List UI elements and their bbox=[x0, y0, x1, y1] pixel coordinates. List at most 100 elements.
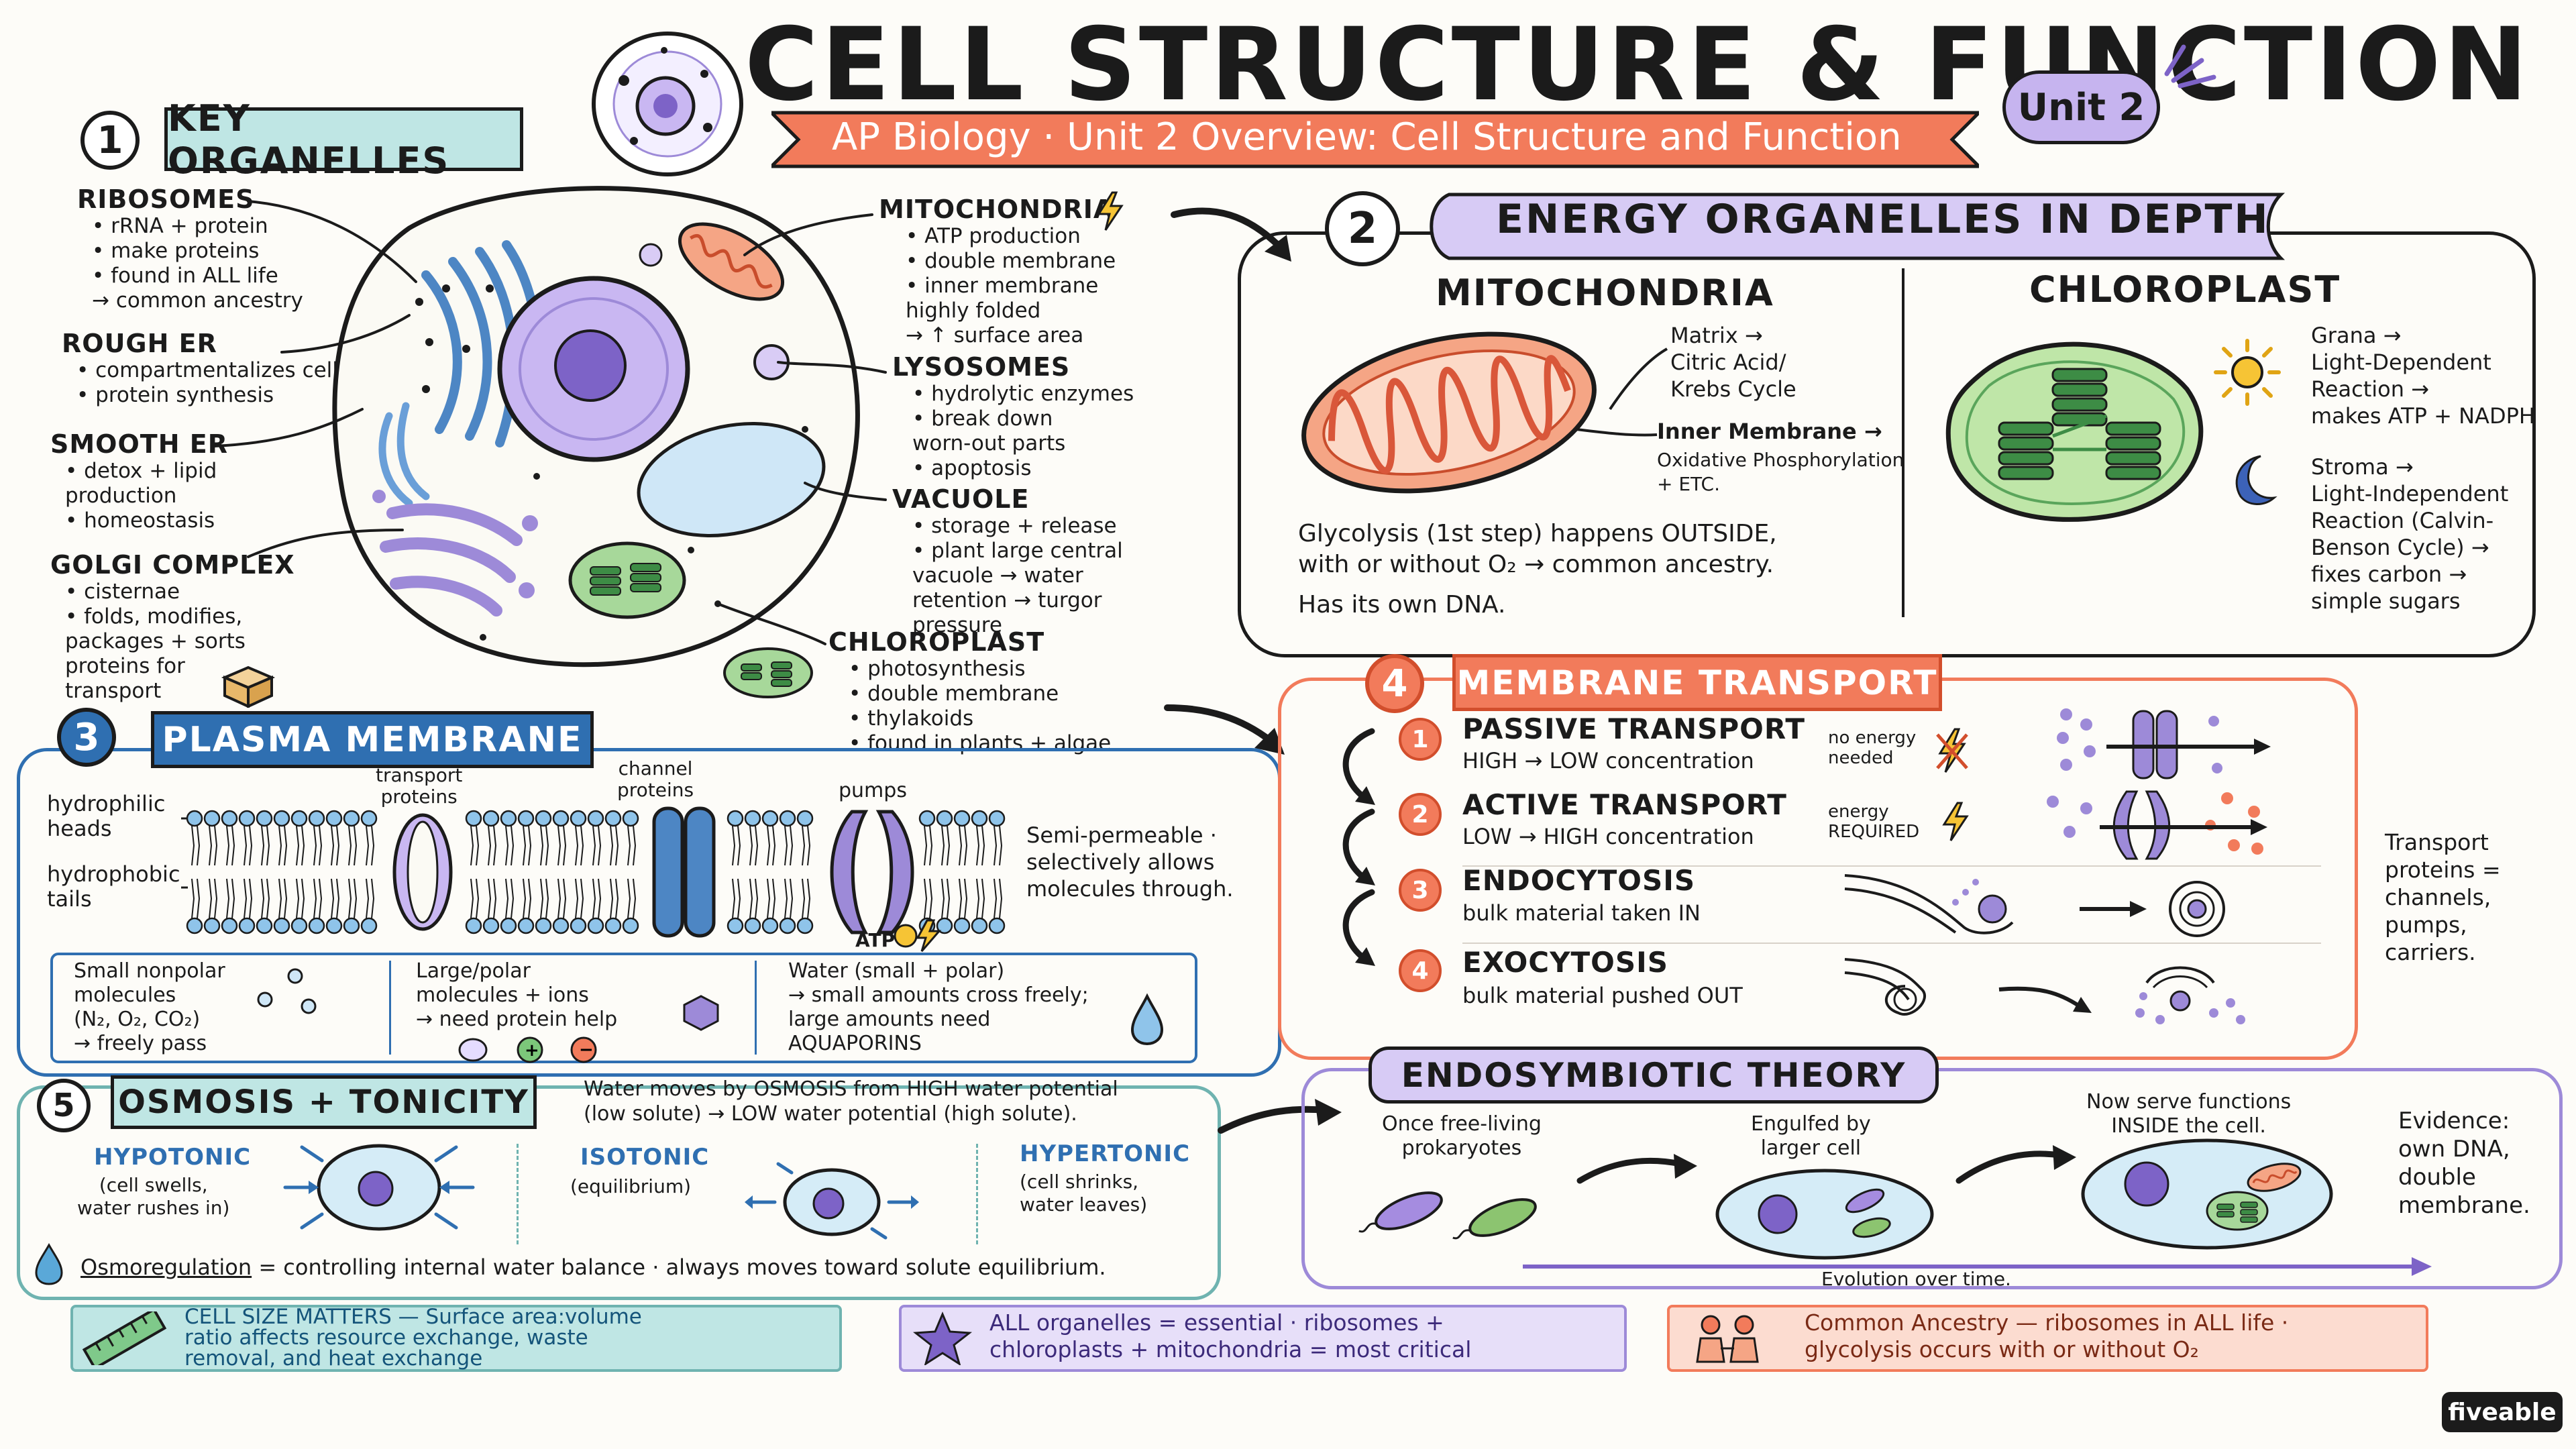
phospholipid-tail bbox=[266, 878, 270, 919]
phospholipid-tail bbox=[732, 825, 736, 866]
phospholipid-head bbox=[290, 810, 308, 827]
phospholipid-tail bbox=[610, 825, 614, 866]
fiveable-brand-label: fiveable bbox=[2448, 1398, 2557, 1426]
phospholipid-tail bbox=[563, 878, 567, 919]
page-title: CELL STRUCTURE & FUNCTION bbox=[745, 7, 2531, 123]
phospholipid-head bbox=[325, 810, 343, 827]
section-4-number: 4 bbox=[1365, 654, 1424, 713]
large-polar-note: Large/polar molecules + ions → need prot… bbox=[416, 959, 618, 1031]
lysosomes-heading: LYSOSOMES bbox=[892, 352, 1071, 382]
osmoregulation-term: Osmoregulation bbox=[80, 1254, 252, 1280]
phospholipid-tail bbox=[214, 878, 218, 919]
phospholipid-tail bbox=[941, 878, 945, 919]
phospholipid-tail bbox=[523, 878, 527, 919]
phospholipid-tail bbox=[470, 825, 474, 866]
phospholipid-tail bbox=[191, 825, 195, 866]
phospholipid-tail bbox=[924, 825, 928, 866]
phospholipid-tail bbox=[592, 825, 596, 866]
phospholipid-head bbox=[936, 917, 953, 934]
phospholipid-head bbox=[552, 917, 570, 934]
mitochondria-heading: MITOCHONDRIA bbox=[879, 195, 1114, 224]
endo-step-3: Now serve functions INSIDE the cell. bbox=[2086, 1090, 2292, 1138]
phospholipid-tail bbox=[226, 878, 230, 919]
phospholipid-tail bbox=[249, 825, 253, 866]
phospholipid-tail bbox=[947, 878, 951, 919]
phospholipid-tail bbox=[959, 878, 963, 919]
phospholipid-tail bbox=[592, 878, 596, 919]
phospholipid-head bbox=[744, 917, 761, 934]
transport-proteins-side-note: Transport proteins = channels, pumps, ca… bbox=[2385, 829, 2501, 965]
oxidative-phos-label: Oxidative Phosphorylation + ETC. bbox=[1657, 449, 1904, 495]
phospholipid-head bbox=[988, 917, 1006, 934]
phospholipid-tail bbox=[319, 878, 323, 919]
phospholipid-tail bbox=[784, 825, 788, 866]
endo-evidence: Evidence: own DNA, double membrane. bbox=[2398, 1108, 2530, 1219]
phospholipid-tail bbox=[470, 878, 474, 919]
phospholipid-tail bbox=[348, 825, 352, 866]
hypotonic-cell-diagram bbox=[283, 1144, 475, 1231]
phospholipid-tail bbox=[807, 878, 811, 919]
semi-permeable-note: Semi-permeable · selectively allows mole… bbox=[1026, 822, 1234, 902]
phospholipid-tail bbox=[493, 878, 497, 919]
phospholipid-head bbox=[936, 810, 953, 827]
arrow-to-section-4 bbox=[1164, 704, 1285, 755]
mito-leader-lines bbox=[1576, 347, 1668, 437]
section-4-title: MEMBRANE TRANSPORT bbox=[1452, 654, 1942, 711]
phospholipid-tail bbox=[209, 825, 213, 866]
phospholipid-tail bbox=[994, 878, 998, 919]
ancestry-footer bbox=[1667, 1305, 2428, 1372]
phospholipid-tail bbox=[214, 825, 218, 866]
phospholipid-tail bbox=[197, 825, 201, 866]
phospholipid-tail bbox=[981, 878, 985, 919]
section-2-number: 2 bbox=[1325, 191, 1400, 266]
section-2-divider bbox=[1902, 268, 1904, 617]
phospholipid-tail bbox=[598, 878, 602, 919]
phospholipid-tail bbox=[999, 878, 1003, 919]
isotonic-heading: ISOTONIC bbox=[580, 1144, 710, 1171]
phospholipid-tail bbox=[976, 878, 980, 919]
ancestry-note: Common Ancestry — ribosomes in ALL life … bbox=[1805, 1309, 2289, 1362]
organelles-note: ALL organelles = essential · ribosomes +… bbox=[989, 1309, 1472, 1362]
rough-er-heading: ROUGH ER bbox=[62, 329, 217, 358]
phospholipid-head bbox=[500, 810, 517, 827]
polar-molecules-icon: + − bbox=[458, 995, 719, 1063]
phospholipid-head bbox=[727, 810, 744, 827]
phospholipid-head bbox=[465, 810, 482, 827]
phospholipid-head bbox=[186, 810, 203, 827]
isotonic-cell-diagram bbox=[745, 1162, 919, 1240]
page-subtitle: AP Biology · Unit 2 Overview: Cell Struc… bbox=[832, 115, 1902, 159]
phospholipid-tail bbox=[266, 825, 270, 866]
phospholipid-tail bbox=[226, 825, 230, 866]
phospholipid-tail bbox=[244, 878, 248, 919]
hypertonic-sub: (cell shrinks, water leaves) bbox=[1020, 1171, 1148, 1216]
phospholipid-tail bbox=[767, 878, 771, 919]
box-package-icon bbox=[221, 665, 276, 708]
matrix-label: Matrix → Citric Acid/ Krebs Cycle bbox=[1670, 323, 1796, 402]
small-molecules-icon bbox=[257, 968, 317, 1014]
phospholipid-head bbox=[552, 810, 570, 827]
phospholipid-tail bbox=[755, 825, 759, 866]
phospholipid-head bbox=[988, 810, 1006, 827]
phospholipid-tail bbox=[261, 825, 265, 866]
phospholipid-tail bbox=[488, 878, 492, 919]
engulfing-cell-diagram bbox=[1715, 1169, 1934, 1260]
osmoregulation-definition: = controlling internal water balance · a… bbox=[252, 1254, 1106, 1280]
passive-transport-heading: PASSIVE TRANSPORT bbox=[1462, 712, 1805, 745]
lightning-icon bbox=[1097, 191, 1124, 231]
phospholipid-head bbox=[221, 917, 238, 934]
inner-membrane-label: Inner Membrane → bbox=[1657, 419, 1882, 444]
active-transport-sub: LOW → HIGH concentration bbox=[1462, 824, 1754, 849]
mitochondria-notes: • ATP production • double membrane • inn… bbox=[906, 224, 1116, 347]
phospholipid-tail bbox=[366, 878, 370, 919]
hypotonic-sub: (cell swells, water rushes in) bbox=[77, 1174, 230, 1219]
phospholipid-tail bbox=[767, 825, 771, 866]
cell-size-note: CELL SIZE MATTERS — Surface area:volume … bbox=[184, 1305, 642, 1371]
phospholipid-tail bbox=[488, 825, 492, 866]
phospholipid-head bbox=[325, 917, 343, 934]
phospholipid-head bbox=[482, 917, 500, 934]
membrane-info-box bbox=[50, 953, 1197, 1063]
phospholipid-tail bbox=[575, 825, 579, 866]
phospholipid-tail bbox=[366, 825, 370, 866]
phospholipid-tail bbox=[627, 878, 631, 919]
phospholipid-tail bbox=[941, 825, 945, 866]
